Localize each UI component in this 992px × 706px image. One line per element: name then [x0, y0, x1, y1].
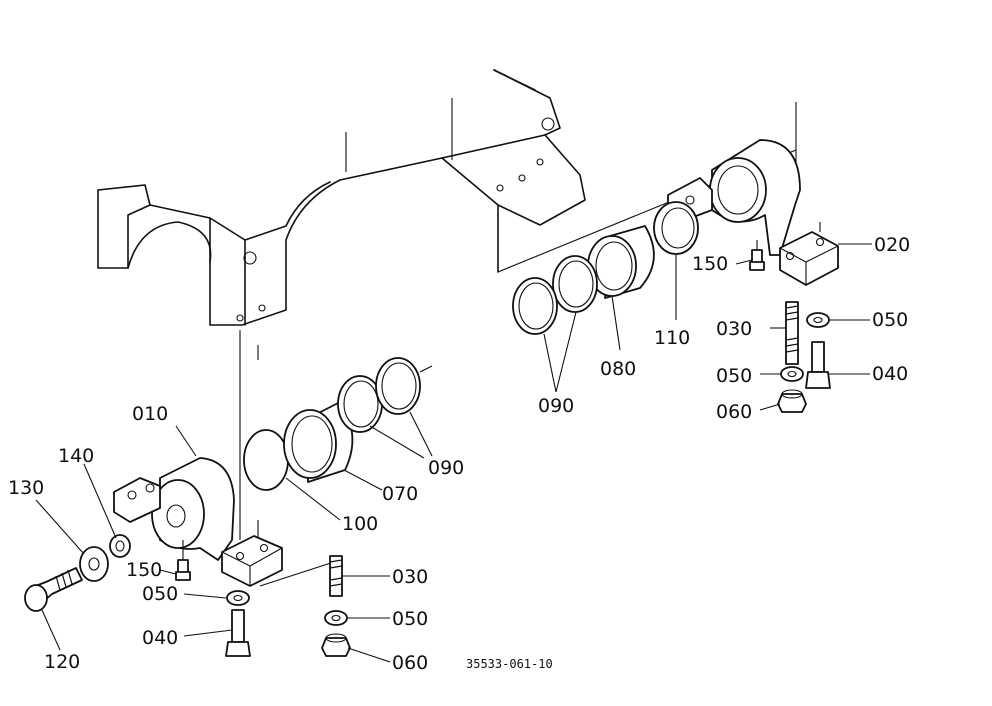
label-140: 140	[58, 445, 94, 467]
grease-nipple-150-left	[175, 540, 191, 581]
ring-090-right	[512, 255, 598, 335]
label-150-left: 150	[126, 559, 162, 581]
label-060-right: 060	[716, 401, 752, 423]
label-060-left: 060	[392, 652, 428, 674]
bushing-070	[283, 401, 354, 483]
nut-060-left	[321, 633, 351, 657]
drawing-code: 35533-061-10	[466, 657, 553, 671]
label-120: 120	[44, 651, 80, 673]
washer-050-right-lower	[780, 366, 804, 382]
ring-100	[243, 429, 289, 491]
nut-060-right	[777, 389, 807, 413]
nut-130	[79, 546, 109, 582]
part-labels: 020 030 050 040 050 060 150 110 080 090 …	[8, 234, 910, 674]
stud-030-left	[329, 555, 343, 597]
bolt-040-left	[225, 609, 251, 657]
label-030-left: 030	[392, 566, 428, 588]
label-050-left-lower: 050	[392, 608, 428, 630]
label-090-right: 090	[538, 395, 574, 417]
stud-030-right	[785, 301, 799, 365]
bearing-housing-right	[667, 139, 839, 286]
label-040-right: 040	[872, 363, 908, 385]
washer-050-right-upper	[806, 312, 830, 328]
label-110: 110	[654, 327, 690, 349]
ring-090-left	[337, 357, 433, 433]
grease-nipple-150-right	[749, 240, 765, 271]
bushing-080	[587, 225, 655, 299]
label-050-right-lower: 050	[716, 365, 752, 387]
washer-050-left-upper	[226, 590, 250, 606]
bolt-120	[24, 567, 83, 612]
label-150-right: 150	[692, 253, 728, 275]
label-050-right-upper: 050	[872, 309, 908, 331]
bearing-housing-left	[113, 457, 341, 587]
label-130: 130	[8, 477, 44, 499]
bolt-040-right	[805, 341, 831, 389]
leader-lines	[35, 243, 872, 663]
washer-140	[109, 534, 131, 558]
label-070: 070	[382, 483, 418, 505]
label-090-left: 090	[428, 457, 464, 479]
label-030-right: 030	[716, 318, 752, 340]
ring-110	[653, 201, 699, 255]
label-100: 100	[342, 513, 378, 535]
label-010: 010	[132, 403, 168, 425]
label-020: 020	[874, 234, 910, 256]
label-050-left-upper: 050	[142, 583, 178, 605]
label-080: 080	[600, 358, 636, 380]
washer-050-left-lower	[324, 610, 348, 626]
label-040-left: 040	[142, 627, 178, 649]
